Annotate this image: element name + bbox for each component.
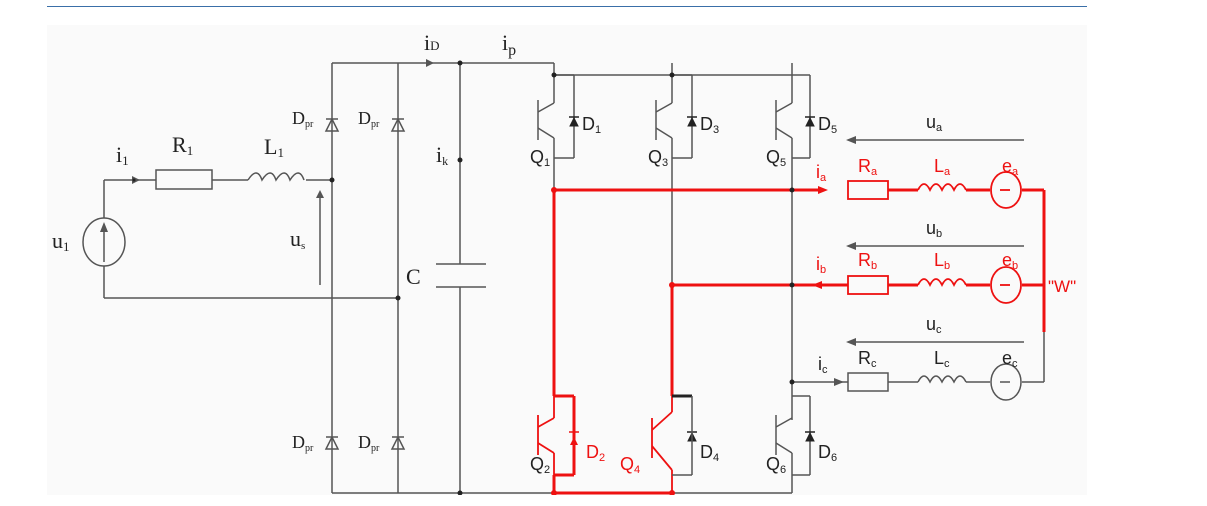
label-ua: ua [926,112,943,134]
label-dpr-4: Dpr [358,432,380,454]
label-d3: D3 [700,114,719,136]
rectifier-diodes [325,118,405,450]
label-uc: uc [926,314,942,336]
label-q3: Q3 [648,147,668,169]
inverter-wiring [537,74,1045,494]
label-q4: Q4 [620,454,640,476]
label-lb: Lb [934,250,950,272]
label-ec: ec [1002,348,1018,370]
label-u1: u1 [52,228,70,254]
label-us: us [290,226,305,252]
input-components [82,169,305,267]
label-ik: ik [436,142,448,168]
label-dpr-2: Dpr [358,108,380,130]
red-labels: D2 Q4 ia Ra La ea ib Rb Lb eb "W" [586,156,1076,476]
rectifier-wiring [103,59,793,494]
switch-labels: Q1 D1 Q3 D3 Q5 D5 Q2 D4 Q6 D6 ua ub uc i… [530,112,1018,476]
circuit-diagram: i1 R1 L1 u1 us iD ip ik C Dpr Dpr Dpr Dp… [47,25,1087,495]
conduction-path [552,188,1046,495]
label-ip: ip [502,30,516,59]
label-q2: Q2 [530,454,550,476]
label-q5: Q5 [766,147,786,169]
label-rc: Rc [858,348,877,370]
label-l1: L1 [264,134,284,160]
label-i1: i1 [116,142,129,168]
label-c: C [406,264,421,289]
label-ic: ic [818,354,828,376]
junction-dots [132,60,795,495]
label-dpr-1: Dpr [292,108,314,130]
top-rule [47,6,1087,7]
label-eb: eb [1002,250,1018,272]
label-ea: ea [1002,156,1019,178]
label-ia: ia [816,162,827,184]
label-dpr-3: Dpr [292,432,314,454]
label-d5: D5 [818,114,837,136]
label-d1: D1 [582,114,601,136]
label-r1: R1 [172,132,193,158]
label-d2: D2 [586,442,605,464]
inductor-l1 [247,172,305,182]
circuit-svg: i1 R1 L1 u1 us iD ip ik C Dpr Dpr Dpr Dp… [52,30,1076,495]
label-id: iD [424,30,440,55]
label-d6: D6 [818,442,837,464]
label-d4: D4 [700,442,719,464]
black-labels: i1 R1 L1 u1 us iD ip ik C Dpr Dpr Dpr Dp… [52,30,516,454]
red-arrows [569,186,828,445]
label-q6: Q6 [766,454,786,476]
label-w: "W" [1048,277,1076,296]
label-la: La [934,156,951,178]
label-ub: ub [926,218,942,240]
label-rb: Rb [858,250,877,272]
resistor-r1 [155,169,213,190]
label-q1: Q1 [530,147,550,169]
label-lc: Lc [934,348,950,370]
label-ra: Ra [858,156,878,178]
label-ib: ib [816,254,826,276]
